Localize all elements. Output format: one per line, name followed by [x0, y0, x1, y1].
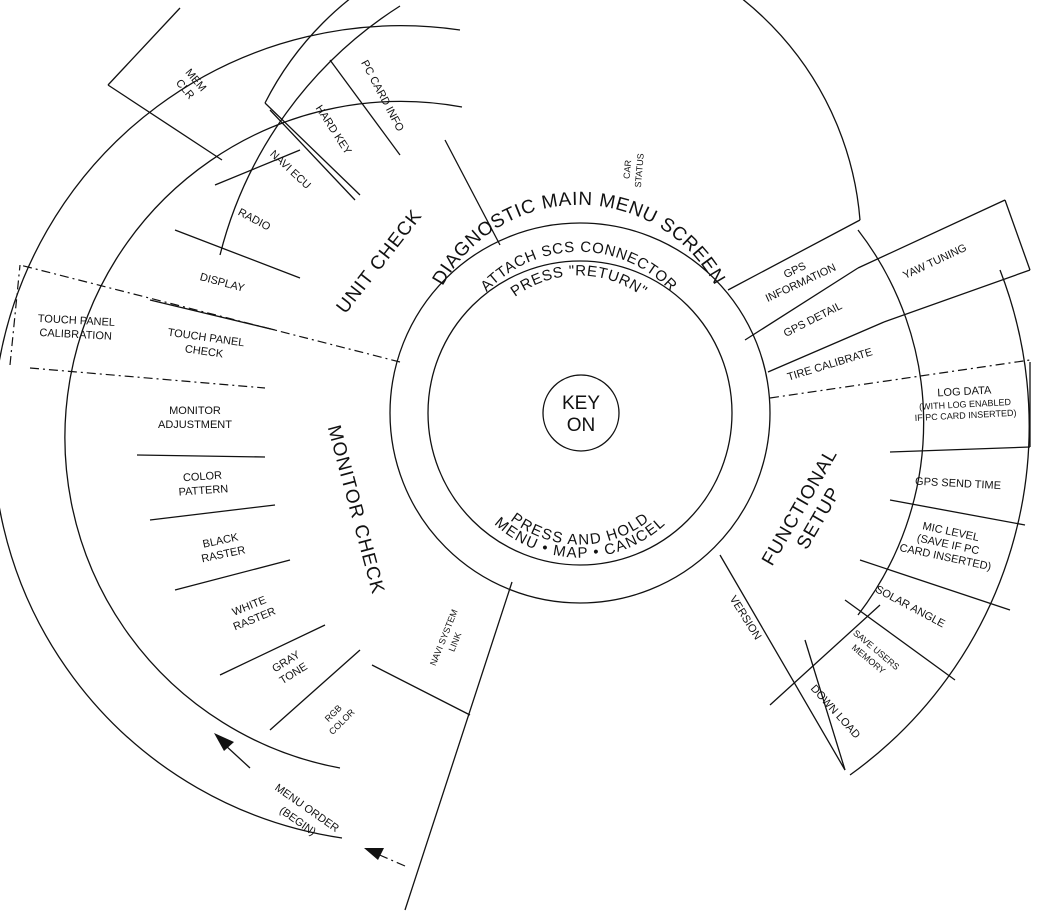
item-solar-angle: SOLAR ANGLE — [873, 584, 947, 631]
unit-monitor-divider — [19, 264, 401, 363]
key-on-line2: ON — [567, 415, 596, 436]
div-rgb-navi — [371, 664, 471, 716]
item-black-raster: BLACK RASTER — [200, 531, 246, 565]
mem-clr-box-left — [107, 7, 181, 86]
monitor-adjustment-line1: MONITOR — [169, 405, 221, 417]
div-mic-solar — [859, 559, 1011, 611]
main-menu-outer-ring — [389, 222, 771, 604]
right-outer-ring — [849, 269, 1030, 776]
item-color-pattern: COLOR PATTERN — [178, 470, 228, 499]
mem-clr-box-bottom — [107, 84, 223, 161]
div-display-touch — [149, 299, 276, 331]
arrow-up-head — [214, 733, 234, 751]
key-on-ring — [542, 374, 620, 452]
item-radio: RADIO — [236, 206, 273, 233]
item-log-data: LOG DATA (WITH LOG ENABLED IF PC CARD IN… — [914, 384, 1016, 423]
div-solar-save — [844, 599, 956, 681]
item-touch-panel-check: TOUCH PANEL CHECK — [167, 327, 245, 361]
right-inner-ring — [857, 229, 925, 616]
functional-lower-divider — [719, 554, 846, 771]
div-navi-ecu — [264, 102, 361, 196]
structure-lines — [0, 0, 1031, 911]
item-pc-card-info: PC CARD INFO — [358, 58, 406, 134]
div-color-black — [149, 504, 276, 521]
div-radio-display — [174, 229, 301, 279]
touch-panel-calibration-line2: CALIBRATION — [39, 327, 112, 343]
item-white-raster: WHITE RASTER — [231, 594, 278, 633]
item-down-load: DOWN LOAD — [808, 683, 862, 741]
touch-panel-calibration-line1: TOUCH PANEL — [37, 313, 115, 329]
key-on-line1: KEY — [562, 393, 600, 414]
touch-cal-box-left — [9, 264, 21, 366]
div-radio-top — [214, 149, 301, 186]
car-status-line1: CAR — [622, 159, 634, 179]
main-menu-top-line2: PRESS "RETURN" — [508, 262, 651, 300]
item-yaw-tuning: YAW TUNING — [901, 242, 968, 282]
left-ring-3 — [219, 5, 401, 256]
div-pc-card — [329, 59, 401, 156]
color-pattern-line2: PATTERN — [178, 483, 228, 498]
div-tire — [767, 321, 885, 373]
functional-setup-label: FUNCTIONAL SETUP — [758, 445, 845, 569]
car-status-line2: STATUS — [633, 153, 646, 188]
log-data-line1: LOG DATA — [937, 384, 992, 399]
div-log-gps — [889, 446, 1031, 453]
menu-order-line — [404, 581, 513, 911]
item-save-users-memory: SAVE USERS MEMORY — [850, 628, 901, 676]
touch-panel-divider — [29, 367, 266, 389]
monitor-adjustment-line2: ADJUSTMENT — [158, 419, 232, 431]
div-save-down — [769, 604, 881, 706]
item-version: VERSION — [727, 594, 763, 642]
yaw-box-top — [857, 199, 1006, 269]
item-gray-tone: GRAY TONE — [270, 649, 310, 687]
unit-check-label: UNIT CHECK — [333, 206, 427, 318]
item-navi-system-link: NAVI SYSTEM LINK — [428, 608, 463, 667]
item-display: DISPLAY — [198, 271, 246, 295]
div-gray-rgb — [269, 649, 361, 731]
menu-order-label: MENU ORDER (BEGIN) — [272, 782, 341, 838]
left-outer-ring — [64, 100, 463, 769]
item-monitor-adjustment: MONITOR ADJUSTMENT — [158, 405, 232, 431]
unit-check-divider — [444, 139, 501, 246]
log-data-line2: (WITH LOG ENABLED — [919, 397, 1012, 412]
yaw-box-bottom — [883, 269, 1031, 323]
item-hard-key: HARD KEY — [313, 103, 354, 157]
item-mic-level: MIC LEVEL (SAVE IF PC CARD INSERTED) — [898, 520, 992, 573]
item-gps-information: GPS INFORMATION — [764, 260, 838, 305]
div-hard-key — [269, 109, 356, 201]
div-version — [804, 639, 846, 771]
main-menu-inner-ring — [427, 260, 733, 566]
car-status-outline — [264, 0, 861, 221]
monitor-check-label: MONITOR CHECK — [323, 423, 388, 597]
item-gps-send-time: GPS SEND TIME — [915, 476, 1001, 492]
item-gps-detail: GPS DETAIL — [782, 300, 844, 340]
arrow-up-line — [224, 744, 251, 769]
div-gps-mic — [889, 499, 1026, 526]
item-rgb-color: RGB COLOR — [323, 703, 357, 737]
color-pattern-line1: COLOR — [183, 470, 223, 485]
yaw-box-right — [1004, 199, 1031, 271]
div-monitor-color — [136, 454, 266, 458]
key-on: KEY ON — [562, 393, 600, 436]
div-gps-detail — [744, 267, 859, 341]
touch-panel-check-line2: CHECK — [184, 343, 224, 360]
div-white-gray — [219, 624, 326, 676]
item-touch-panel-calibration: TOUCH PANEL CALIBRATION — [37, 313, 115, 343]
functional-log-divider — [769, 359, 1031, 399]
div-black-white — [174, 559, 291, 591]
left-ring-2 — [0, 25, 461, 839]
car-status-label: CAR STATUS — [622, 153, 646, 188]
arrow-begin-head — [364, 848, 384, 860]
functional-upper-divider — [727, 219, 861, 291]
menu-order-arrows — [214, 733, 406, 867]
item-tire-calibrate: TIRE CALIBRATE — [786, 346, 874, 383]
